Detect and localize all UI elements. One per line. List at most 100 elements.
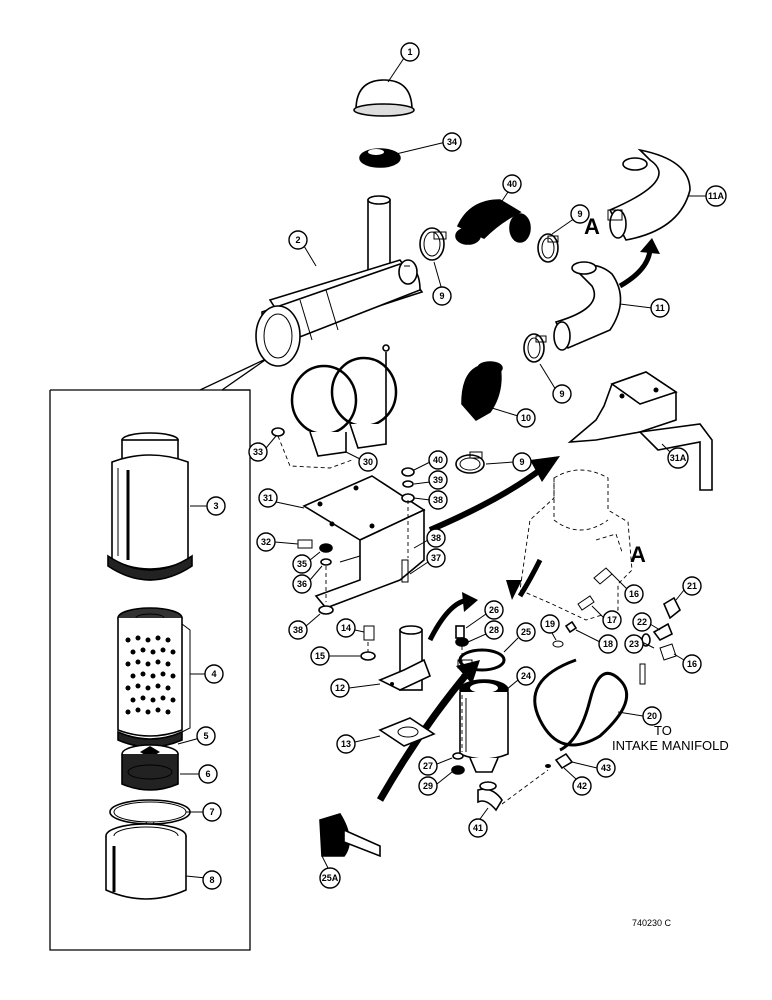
intake-manifold-label: INTAKE MANIFOLD [612, 738, 729, 753]
svg-text:22: 22 [637, 617, 647, 627]
callout-40-top: 40 [502, 174, 522, 194]
svg-text:9: 9 [577, 209, 582, 219]
callout-9-a: 9 [570, 204, 590, 224]
callout-31: 31 [258, 488, 278, 508]
svg-text:11: 11 [655, 303, 665, 313]
callout-9-c: 9 [552, 384, 572, 404]
part-8-dust-bowl [105, 823, 187, 900]
svg-text:12: 12 [335, 683, 345, 693]
callout-30: 30 [358, 452, 378, 472]
callout-31A: 31A [667, 447, 689, 469]
svg-text:27: 27 [423, 761, 433, 771]
svg-text:17: 17 [607, 615, 617, 625]
callout-2: 2 [288, 230, 308, 250]
part-25A-bracket-clamp [319, 813, 381, 873]
svg-text:2: 2 [295, 235, 300, 245]
svg-text:41: 41 [473, 823, 483, 833]
perforation-pattern [125, 635, 176, 715]
svg-text:39: 39 [433, 475, 443, 485]
callout-16-top: 16 [624, 584, 644, 604]
callout-10: 10 [516, 408, 536, 428]
svg-text:37: 37 [431, 553, 441, 563]
part-24-sediment-bowl [459, 679, 509, 773]
alignment-lines [277, 435, 549, 805]
callout-38-top: 38 [428, 490, 448, 510]
svg-text:11A: 11A [708, 191, 725, 201]
callout-14: 14 [336, 618, 356, 638]
callout-41: 41 [468, 818, 488, 838]
svg-text:9: 9 [559, 389, 564, 399]
part-3-filter-housing [107, 432, 193, 581]
callout-40-mid: 40 [428, 450, 448, 470]
svg-text:14: 14 [341, 623, 351, 633]
part-9-hose-clamp-d [455, 451, 485, 474]
callout-11A: 11A [705, 185, 727, 207]
part-34-seal [359, 148, 401, 168]
parts-26-to-29-small-fittings [451, 625, 469, 775]
small-fittings [545, 567, 682, 770]
svg-text:5: 5 [203, 731, 208, 741]
part-9-hose-clamp-c [523, 333, 547, 363]
callout-12: 12 [330, 678, 350, 698]
callout-11: 11 [650, 298, 670, 318]
callout-42: 42 [572, 776, 592, 796]
svg-text:31A: 31A [670, 453, 687, 463]
svg-text:15: 15 [315, 651, 325, 661]
callout-29: 29 [418, 776, 438, 796]
callout-28: 28 [484, 620, 504, 640]
svg-text:25A: 25A [322, 873, 339, 883]
svg-text:43: 43 [601, 763, 611, 773]
callout-1: 1 [400, 42, 420, 62]
callout-33: 33 [248, 442, 268, 462]
callout-9-b: 9 [432, 286, 452, 306]
svg-text:4: 4 [211, 669, 216, 679]
callout-6: 6 [198, 764, 218, 784]
part-2-air-cleaner-body [255, 195, 424, 367]
reference-number: 740230 C [632, 918, 672, 928]
callout-18: 18 [598, 634, 618, 654]
part-31-bracket-plate [302, 475, 426, 609]
svg-text:13: 13 [341, 739, 351, 749]
callout-9-d: 9 [512, 452, 532, 472]
svg-text:1: 1 [407, 47, 412, 57]
callout-39: 39 [428, 470, 448, 490]
callouts: 1 3 4 40 9 11A 2 9 11 9 10 9 31A 33 30 40… [177, 42, 727, 890]
part-40-hose-elbow [455, 199, 531, 245]
callout-43: 43 [596, 758, 616, 778]
callout-5: 5 [196, 726, 216, 746]
callout-16-right: 16 [682, 654, 702, 674]
to-label: TO [654, 723, 672, 738]
svg-text:7: 7 [209, 807, 214, 817]
part-30-mounting-bands [290, 344, 398, 457]
callout-25A: 25A [319, 867, 341, 889]
callout-38-bottom: 38 [288, 620, 308, 640]
callout-37: 37 [426, 548, 446, 568]
part-41-elbow-fitting [477, 781, 503, 812]
hardware-fasteners [271, 427, 415, 661]
callout-38-right: 38 [426, 528, 446, 548]
callout-25: 25 [516, 622, 536, 642]
svg-text:35: 35 [297, 559, 307, 569]
svg-text:23: 23 [629, 639, 639, 649]
callout-19: 19 [540, 614, 560, 634]
svg-text:3: 3 [213, 501, 218, 511]
svg-text:26: 26 [489, 605, 499, 615]
callout-36: 36 [292, 574, 312, 594]
part-13-gasket-plate [378, 717, 436, 747]
svg-text:42: 42 [577, 781, 587, 791]
svg-text:38: 38 [431, 533, 441, 543]
part-5-6-cap-and-seal [121, 744, 179, 791]
callout-24: 24 [516, 666, 536, 686]
svg-text:18: 18 [603, 639, 613, 649]
svg-text:20: 20 [647, 711, 657, 721]
part-9-hose-clamp-a [419, 227, 447, 261]
svg-text:21: 21 [687, 581, 697, 591]
part-20-fuel-line [533, 658, 629, 752]
svg-text:24: 24 [521, 671, 531, 681]
svg-text:32: 32 [261, 537, 271, 547]
callout-3: 3 [206, 496, 226, 516]
callout-15: 15 [310, 646, 330, 666]
svg-text:31: 31 [263, 493, 273, 503]
part-11A-intake-pipe [607, 148, 691, 241]
svg-text:9: 9 [519, 457, 524, 467]
